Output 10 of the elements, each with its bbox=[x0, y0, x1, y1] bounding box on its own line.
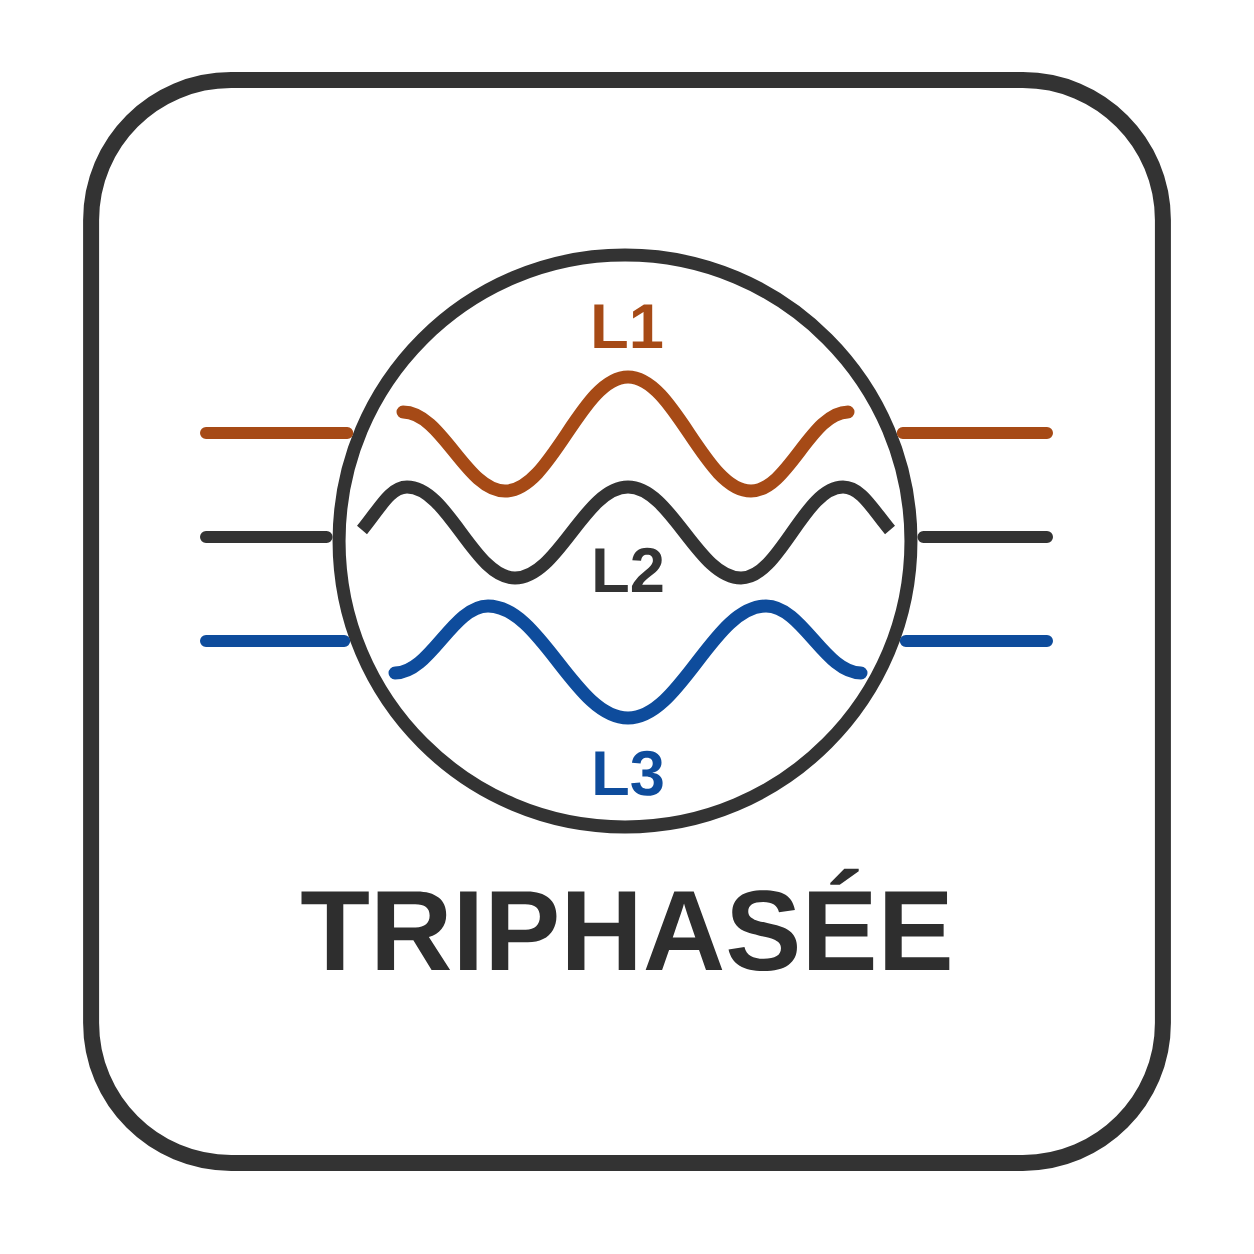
title-text: TRIPHASÉE bbox=[301, 868, 950, 972]
wire-line bbox=[899, 635, 1053, 647]
wire-line bbox=[917, 531, 1053, 543]
phase-label: L1 bbox=[594, 304, 663, 348]
wire-line bbox=[200, 531, 333, 543]
wire-line bbox=[200, 427, 354, 440]
wire-line bbox=[200, 635, 351, 647]
wire-line bbox=[896, 427, 1053, 440]
phase-label: L2 bbox=[595, 547, 663, 592]
phase-label: L3 bbox=[595, 750, 663, 796]
